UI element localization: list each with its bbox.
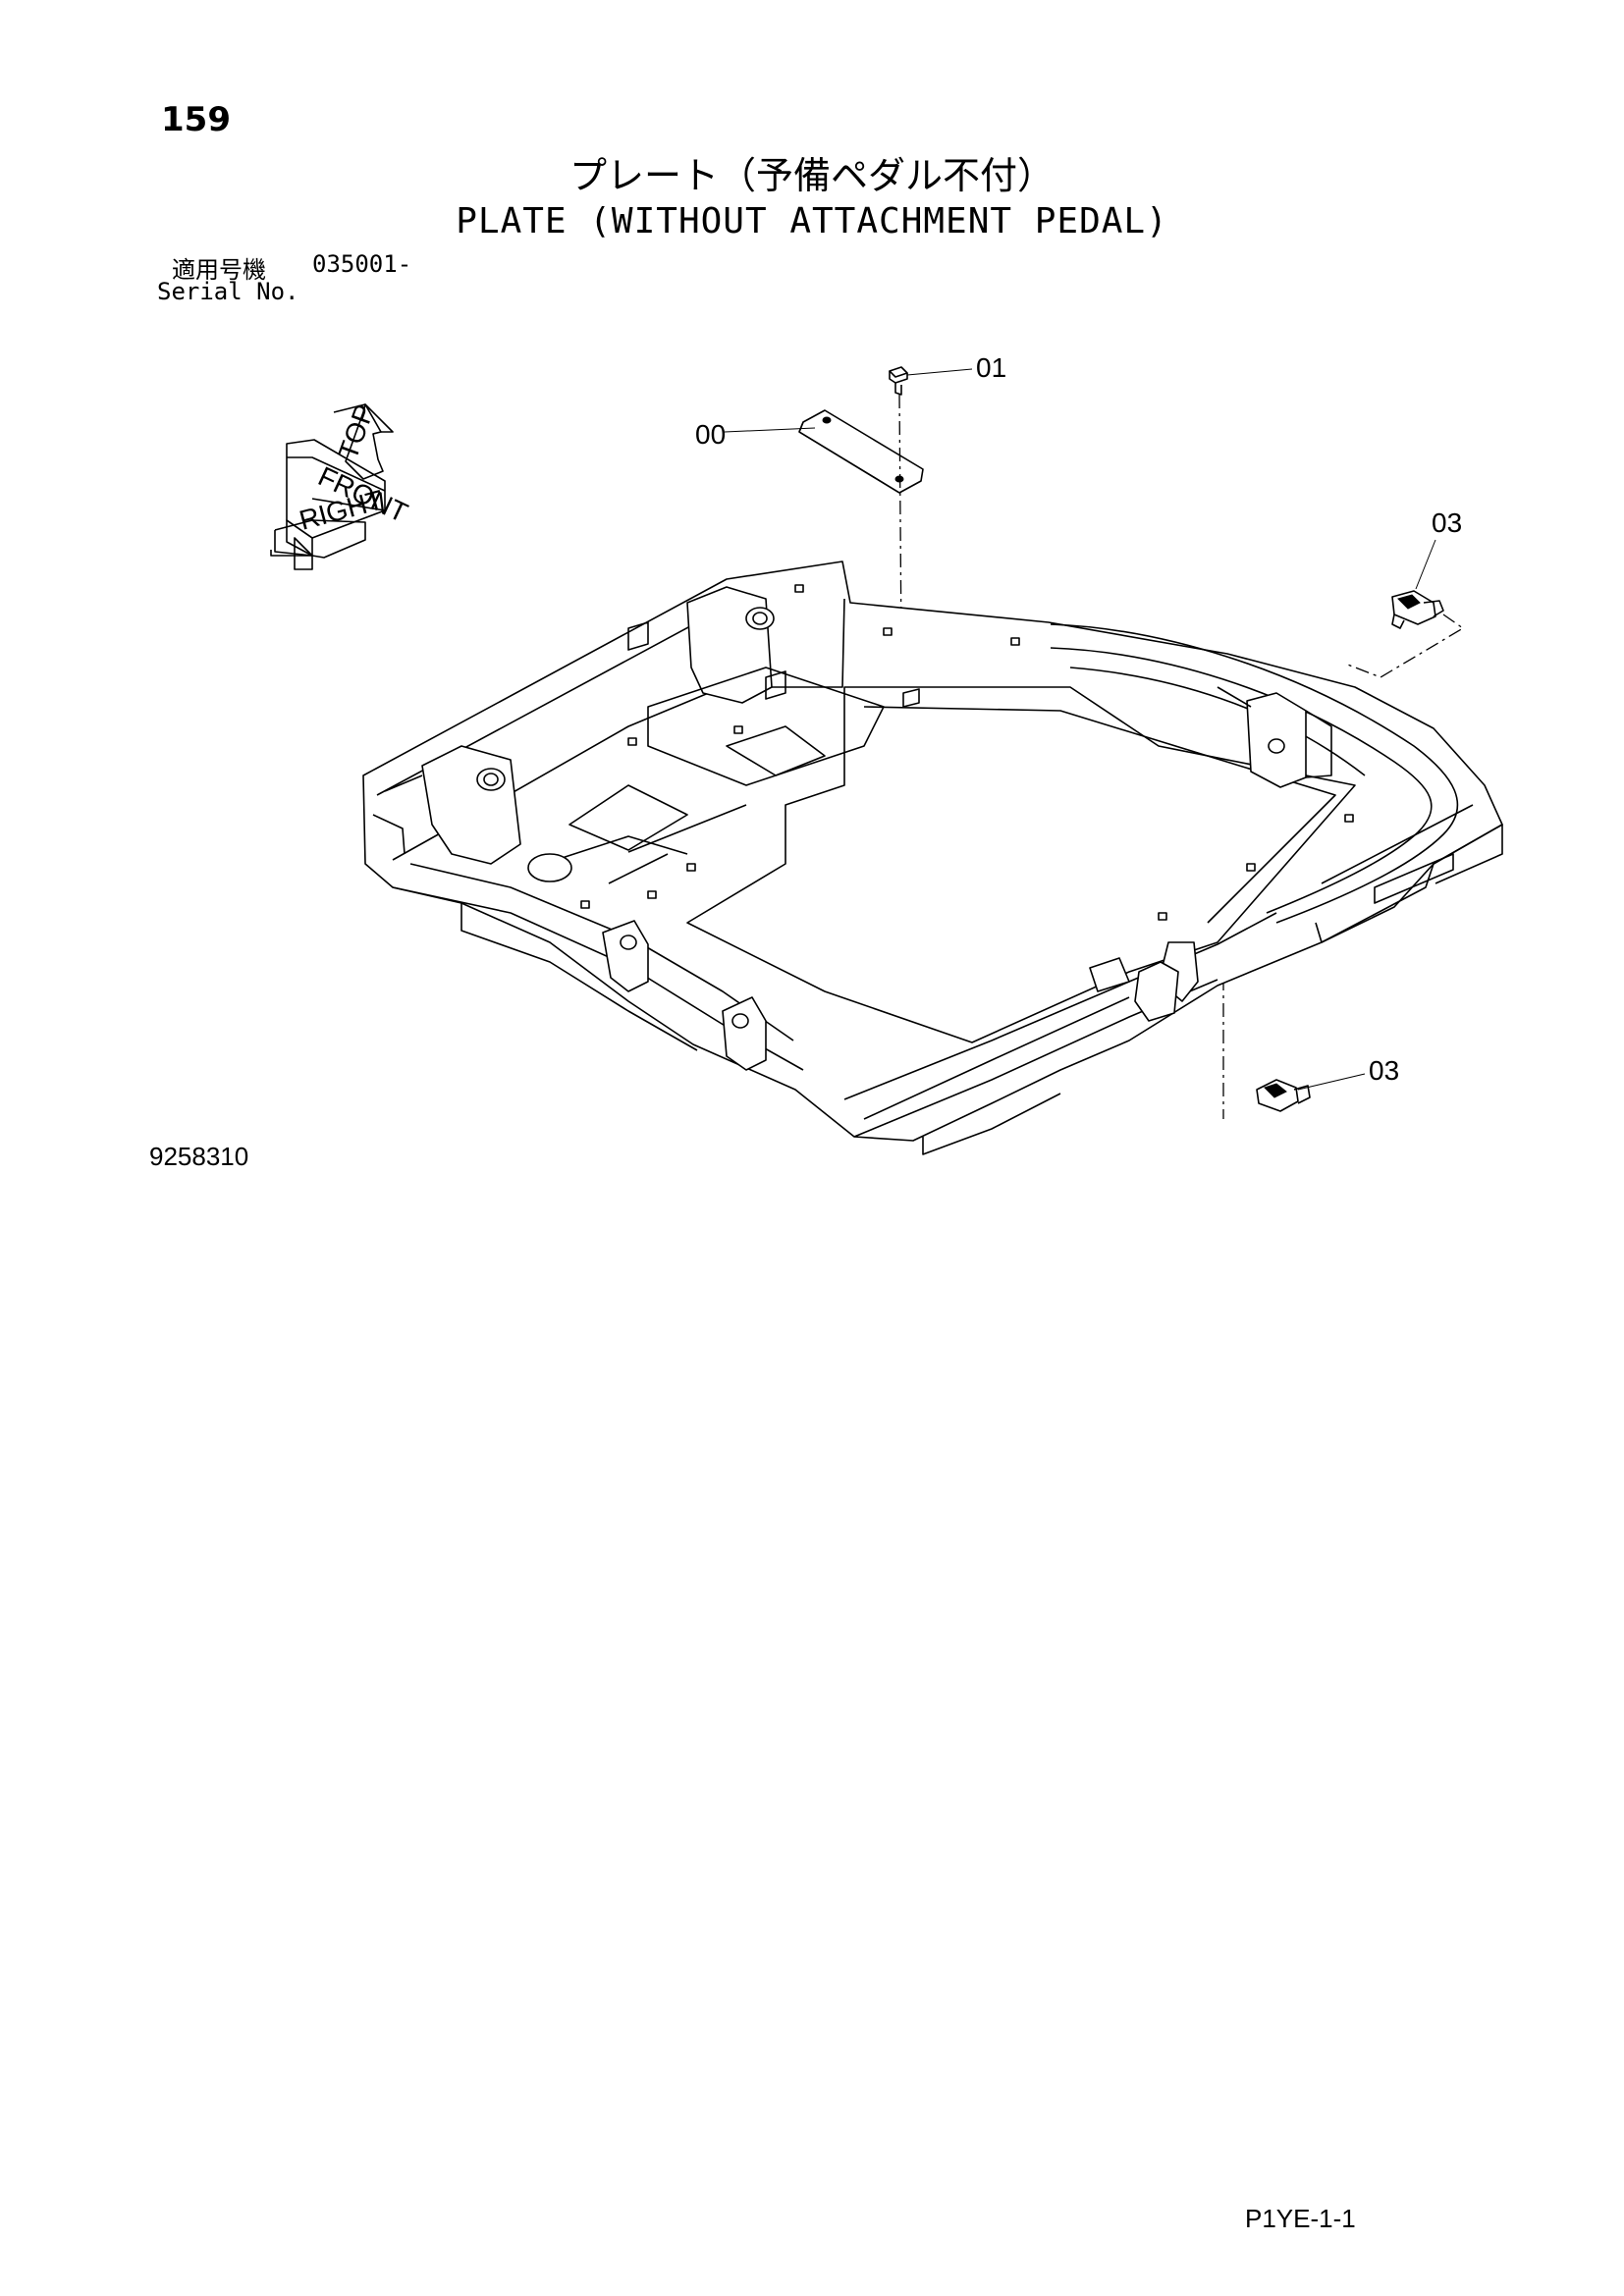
serial-number-value: 035001- bbox=[312, 250, 412, 278]
leader-03-lower bbox=[1297, 1073, 1366, 1091]
leader-00 bbox=[724, 427, 816, 433]
part-clip-03-lower bbox=[1222, 950, 1366, 1119]
part-plate-00 bbox=[724, 409, 924, 494]
serial-label-japanese: 適用号機 bbox=[172, 256, 266, 284]
drawing-number: 9258310 bbox=[149, 1142, 249, 1171]
callout-03-lower: 03 bbox=[1369, 1055, 1399, 1086]
part-bolt-01 bbox=[889, 366, 973, 396]
orientation-top-label: TOP bbox=[333, 400, 381, 463]
callout-00: 00 bbox=[695, 419, 726, 450]
serial-label-english: Serial No. bbox=[157, 278, 299, 305]
callout-03-upper: 03 bbox=[1432, 507, 1462, 538]
page-code: P1YE-1-1 bbox=[1245, 2204, 1356, 2233]
callout-01: 01 bbox=[976, 352, 1006, 383]
floor-frame bbox=[362, 561, 1503, 1155]
leader-03-upper bbox=[1415, 539, 1436, 590]
page-number: 159 bbox=[161, 100, 231, 139]
page-title-english: PLATE (WITHOUT ATTACHMENT PEDAL) bbox=[456, 201, 1168, 241]
orientation-indicator: TOP FRONT RIGHT bbox=[270, 400, 412, 570]
page-title-japanese: プレート（予備ペダル不付） bbox=[568, 154, 1055, 197]
leader-01 bbox=[906, 368, 973, 376]
part-clip-03-upper bbox=[1344, 539, 1465, 678]
